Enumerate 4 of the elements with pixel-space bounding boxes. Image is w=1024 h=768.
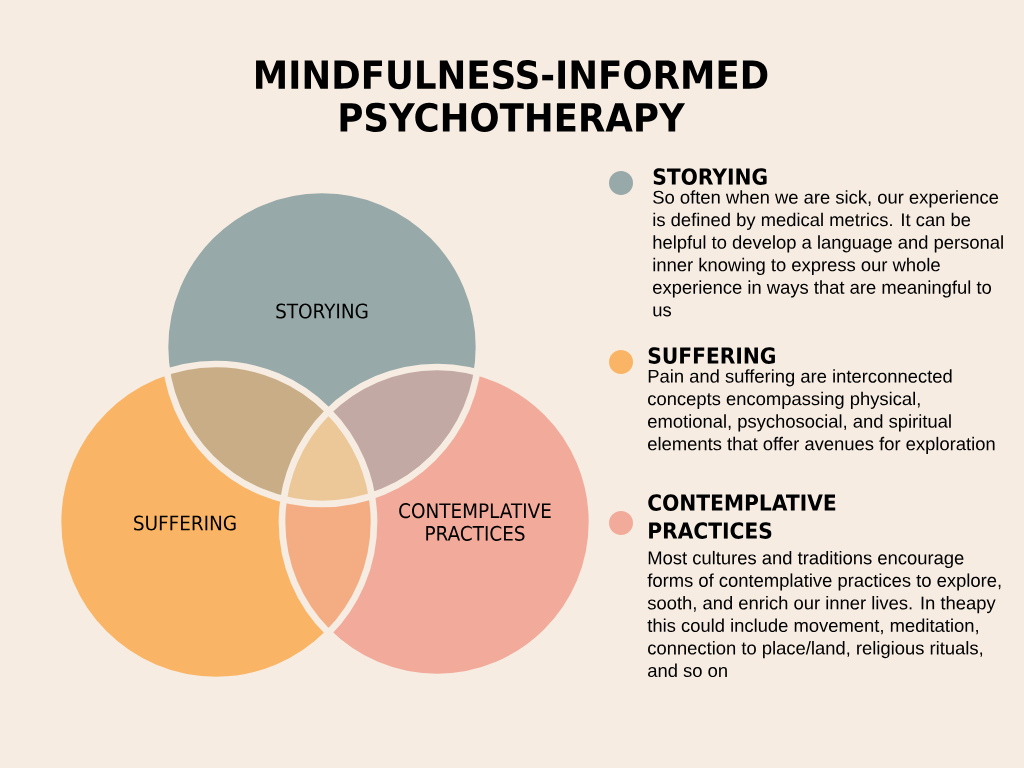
info-text: SUFFERING Pain and suffering are interconnected concepts encompassing physical, emotional, psychosocial, and spiritual elements that offer avenues for exploration [648,347,995,454]
info-text: STORYING So often when we are sick, our experience is defined by medical metrics. It can be helpful to develop a language and personal inner knowing to express our whole experience in ways that are meaningful to us [653,168,1003,317]
title: MINDFULNESS-INFORMED PSYCHOTHERAPY [256,60,768,132]
info-text: CONTEMPLATIVE PRACTICES Most cultures and traditions encourage forms of contemplative practices to explore, sooth, and enrich our inner lives. In theapy this could include movement, meditation, connection to place/land, religious rituals, and so on [647,494,1001,678]
